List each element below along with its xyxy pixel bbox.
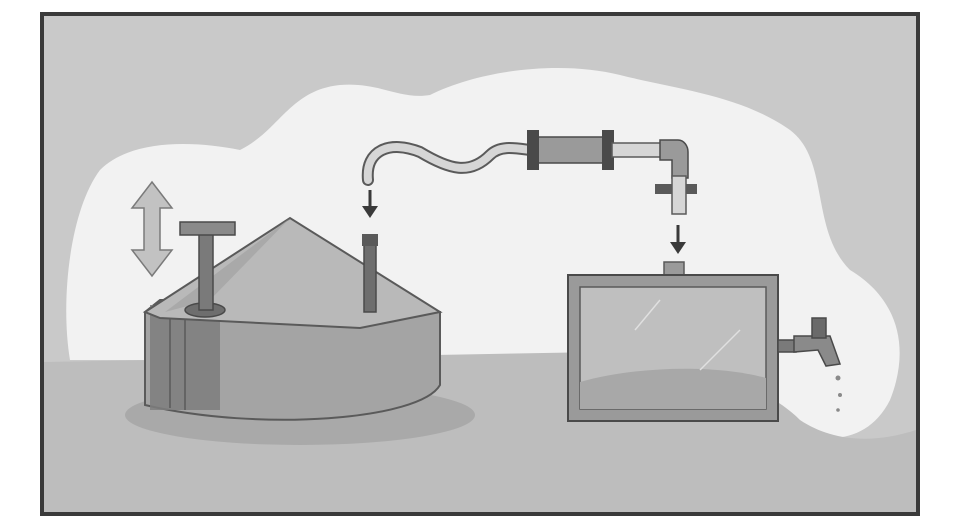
- pipe-down-segment: [672, 176, 686, 214]
- handle-bar: [180, 222, 235, 235]
- pipe-filter-cap-left: [527, 130, 539, 170]
- tank-inlet-stub: [664, 262, 684, 276]
- pipe-segment: [612, 143, 662, 157]
- pipe-filter-body: [530, 137, 612, 163]
- gas-outlet-cap: [362, 234, 378, 246]
- handle-shaft: [199, 232, 213, 310]
- gas-outlet-pipe: [364, 240, 376, 312]
